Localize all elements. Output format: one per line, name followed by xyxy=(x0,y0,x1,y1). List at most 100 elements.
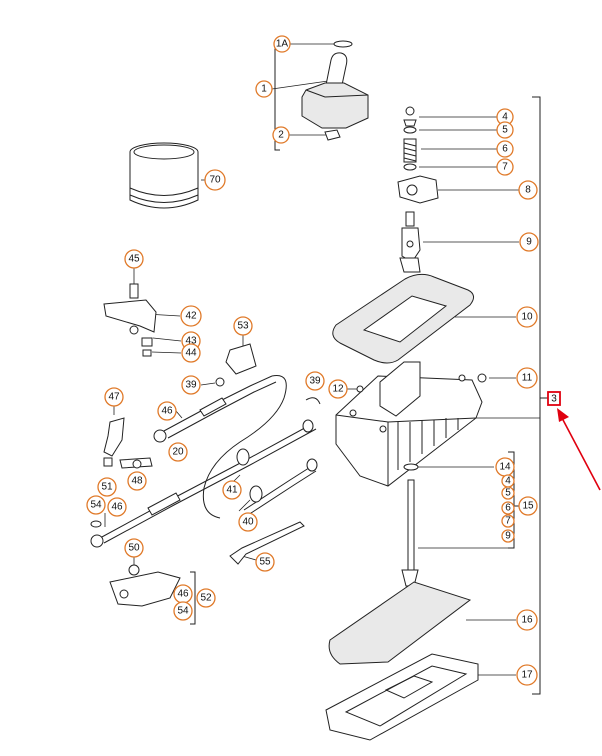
callout-8[interactable]: 8 xyxy=(518,180,538,200)
callout-47-label: 47 xyxy=(108,392,120,403)
callout-42-label: 42 xyxy=(185,311,197,322)
callout-14-5[interactable]: 5 xyxy=(501,486,515,500)
callout-43-label: 43 xyxy=(185,336,197,347)
part-gear-knob xyxy=(301,40,369,141)
callout-6-label: 6 xyxy=(502,144,508,155)
callout-46-bottom[interactable]: 46 xyxy=(173,584,193,604)
callout-15-7-label: 7 xyxy=(505,516,511,527)
callout-2-label: 2 xyxy=(278,130,284,141)
callout-7-label: 7 xyxy=(502,162,508,173)
part-housing-13 xyxy=(335,361,487,487)
callout-51[interactable]: 51 xyxy=(97,477,117,497)
part-washer-54 xyxy=(90,377,321,528)
callout-51-label: 51 xyxy=(101,482,113,493)
callout-70[interactable]: 70 xyxy=(204,169,226,191)
callout-15-7[interactable]: 7 xyxy=(501,514,515,528)
callout-12-label: 12 xyxy=(332,384,344,395)
part-clip-53 xyxy=(225,343,257,375)
callout-9[interactable]: 9 xyxy=(519,232,539,252)
callout-50-label: 50 xyxy=(128,543,140,554)
part-bracket-42 xyxy=(103,283,157,357)
callout-1[interactable]: 1 xyxy=(255,80,273,98)
callout-14-4[interactable]: 4 xyxy=(501,474,515,488)
callout-42[interactable]: 42 xyxy=(180,305,202,327)
callout-46-mid-label: 46 xyxy=(111,502,123,513)
callout-17-label: 17 xyxy=(521,670,533,681)
callout-53[interactable]: 53 xyxy=(233,316,253,336)
callout-40[interactable]: 40 xyxy=(238,512,258,532)
callout-41-label: 41 xyxy=(226,485,238,496)
highlight-callout-3[interactable]: 3 xyxy=(547,391,561,406)
callout-9-label: 9 xyxy=(526,237,532,248)
callout-14[interactable]: 14 xyxy=(495,457,515,477)
callout-46-top-label: 46 xyxy=(161,406,173,417)
callout-15-label: 15 xyxy=(522,501,534,512)
callout-48[interactable]: 48 xyxy=(127,471,147,491)
part-plate-17 xyxy=(325,653,479,741)
callout-46-mid[interactable]: 46 xyxy=(107,497,127,517)
callout-7[interactable]: 7 xyxy=(496,158,514,176)
callout-54-bottom-label: 54 xyxy=(177,606,189,617)
callout-47[interactable]: 47 xyxy=(104,387,124,407)
callout-20-label: 20 xyxy=(172,447,184,458)
callout-5[interactable]: 5 xyxy=(496,121,514,139)
callout-39-left[interactable]: 39 xyxy=(181,375,201,395)
part-shaft-15 xyxy=(401,463,419,587)
callout-14-5-label: 5 xyxy=(505,488,511,499)
callout-50[interactable]: 50 xyxy=(124,538,144,558)
callout-70-label: 70 xyxy=(209,175,221,186)
part-gasket-10 xyxy=(332,273,474,364)
callout-39-left-label: 39 xyxy=(185,380,197,391)
callout-44-label: 44 xyxy=(185,348,197,359)
callout-11-label: 11 xyxy=(522,373,533,384)
callout-39-right-label: 39 xyxy=(309,376,321,387)
part-selector-stack xyxy=(397,106,439,273)
callout-10[interactable]: 10 xyxy=(516,306,538,328)
callout-17[interactable]: 17 xyxy=(516,664,538,686)
part-cables xyxy=(90,374,318,548)
callout-54-left[interactable]: 54 xyxy=(86,495,106,515)
callout-46-top[interactable]: 46 xyxy=(157,401,177,421)
callout-1-label: 1 xyxy=(261,84,267,95)
callout-46-bottom-label: 46 xyxy=(177,589,189,600)
highlight-callout-3-label: 3 xyxy=(551,394,557,405)
part-tie-55 xyxy=(229,521,305,565)
callout-15-6[interactable]: 6 xyxy=(501,501,515,515)
callout-52-label: 52 xyxy=(200,593,212,604)
callout-14-4-label: 4 xyxy=(505,476,511,487)
callout-55[interactable]: 55 xyxy=(255,552,275,572)
part-lever-52 xyxy=(109,564,181,607)
part-lever-47 xyxy=(103,417,153,469)
callout-40-label: 40 xyxy=(242,517,254,528)
callout-1a[interactable]: 1A xyxy=(273,35,291,53)
callout-16[interactable]: 16 xyxy=(516,609,538,631)
callout-15-6-label: 6 xyxy=(505,503,511,514)
callout-53-label: 53 xyxy=(237,321,249,332)
callout-10-label: 10 xyxy=(521,312,533,323)
callout-5-label: 5 xyxy=(502,125,508,136)
callout-20[interactable]: 20 xyxy=(168,442,188,462)
callout-55-label: 55 xyxy=(259,557,271,568)
callout-44[interactable]: 44 xyxy=(181,343,201,363)
callout-54-left-label: 54 xyxy=(90,500,102,511)
callout-11[interactable]: 11 xyxy=(516,367,538,389)
callout-group: 1A 1 2 4 5 6 7 8 9 10 11 12 14 4 5 15 6 … xyxy=(86,35,539,686)
callout-15-9-label: 9 xyxy=(505,531,511,542)
callout-41[interactable]: 41 xyxy=(222,480,242,500)
callout-54-bottom[interactable]: 54 xyxy=(173,601,193,621)
bracket-lines xyxy=(104,43,548,695)
callout-14-label: 14 xyxy=(499,462,511,473)
callout-39-right[interactable]: 39 xyxy=(305,371,325,391)
callout-8-label: 8 xyxy=(525,185,531,196)
callout-15-9[interactable]: 9 xyxy=(501,529,515,543)
callout-2[interactable]: 2 xyxy=(272,126,290,144)
part-sleeve-70 xyxy=(129,142,199,209)
callout-15[interactable]: 15 xyxy=(518,496,538,516)
callout-12[interactable]: 12 xyxy=(328,379,348,399)
callout-6[interactable]: 6 xyxy=(496,140,514,158)
callout-45[interactable]: 45 xyxy=(124,249,144,269)
callout-1a-label: 1A xyxy=(276,39,289,50)
callout-52[interactable]: 52 xyxy=(196,588,216,608)
